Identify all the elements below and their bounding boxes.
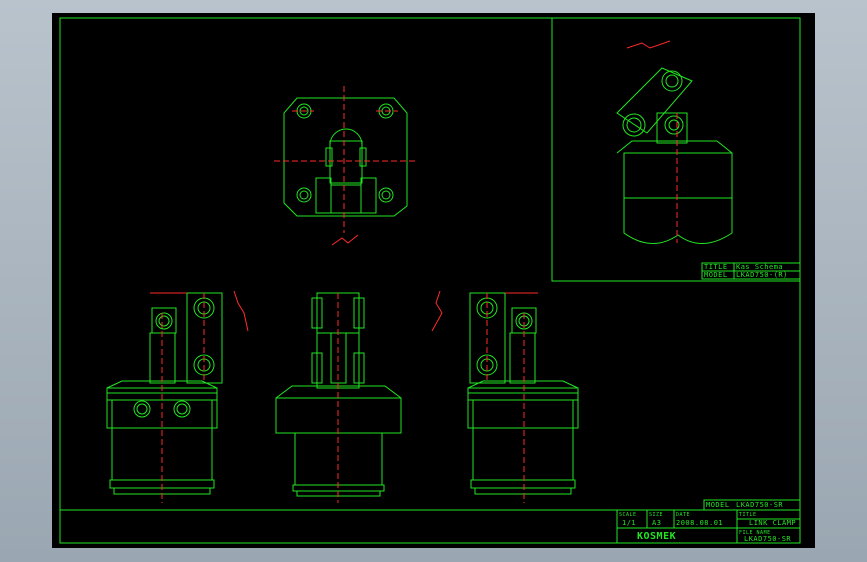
file-value: LKAD750-SR xyxy=(744,535,792,543)
top-view xyxy=(283,97,408,217)
iso-view-box xyxy=(551,18,800,282)
title-label-right: TITLE xyxy=(704,263,728,271)
model-value-right: LKAD750-(R) xyxy=(736,271,788,279)
title-block xyxy=(616,499,801,543)
drawing-frame: TITLE Kas Schema MODEL LKAD750-(R) MODEL… xyxy=(52,13,815,548)
cad-drawing xyxy=(59,17,801,544)
size-label: SIZE xyxy=(649,512,664,518)
size-value: A3 xyxy=(652,519,662,527)
break-mark xyxy=(331,234,359,246)
title-value-right: Kas Schema xyxy=(736,263,784,271)
model-label: MODEL xyxy=(706,501,730,509)
file-label: FILE NAME xyxy=(739,530,771,536)
iso-view xyxy=(616,67,733,244)
title-label: TITLE xyxy=(739,512,757,518)
break-mark xyxy=(626,40,671,49)
scale-value: 1/1 xyxy=(622,519,637,527)
model-label-right: MODEL xyxy=(704,271,728,279)
break-mark xyxy=(233,290,249,332)
kosmek-logo: KOSMEK xyxy=(637,531,677,542)
date-value: 2008.08.01 xyxy=(676,519,724,527)
title-value: LINK CLAMP xyxy=(749,519,797,527)
scale-label: SCALE xyxy=(619,512,637,518)
break-mark xyxy=(431,290,443,332)
front-left-view xyxy=(106,292,223,495)
title-box-right xyxy=(701,262,801,280)
date-label: DATE xyxy=(676,512,691,518)
front-right-view xyxy=(467,292,579,495)
model-value: LKAD750-SR xyxy=(736,501,784,509)
